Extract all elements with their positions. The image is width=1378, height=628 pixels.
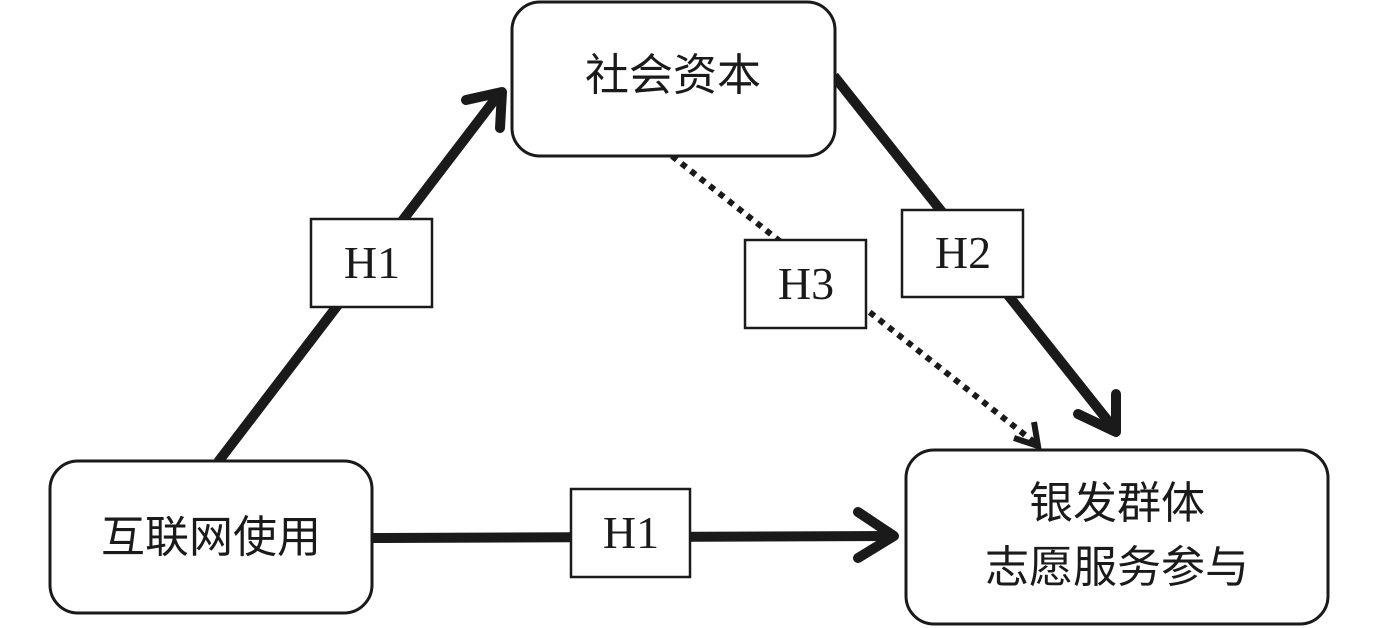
hypothesis-h1-upper-label: H1 [344, 237, 400, 288]
hypothesis-h3: H3 [743, 238, 868, 330]
hypothesis-h1-upper: H1 [309, 217, 434, 309]
node-social-capital-label: 社会资本 [585, 50, 761, 101]
hypothesis-h1-lower: H1 [569, 487, 692, 579]
node-volunteer-label-line2: 志愿服务参与 [985, 542, 1249, 593]
node-volunteer-label-line1: 银发群体 [1029, 478, 1205, 529]
hypothesis-h2-label: H2 [935, 227, 991, 278]
node-social-capital: 社会资本 [510, 0, 837, 158]
node-internet-use: 互联网使用 [48, 459, 374, 615]
hypothesis-h1-lower-label: H1 [603, 507, 659, 558]
node-internet-use-label: 互联网使用 [101, 512, 321, 563]
node-volunteer-participation: 银发群体 志愿服务参与 [904, 448, 1330, 626]
hypothesis-h2: H2 [900, 208, 1025, 299]
hypothesis-h3-label: H3 [778, 258, 834, 309]
